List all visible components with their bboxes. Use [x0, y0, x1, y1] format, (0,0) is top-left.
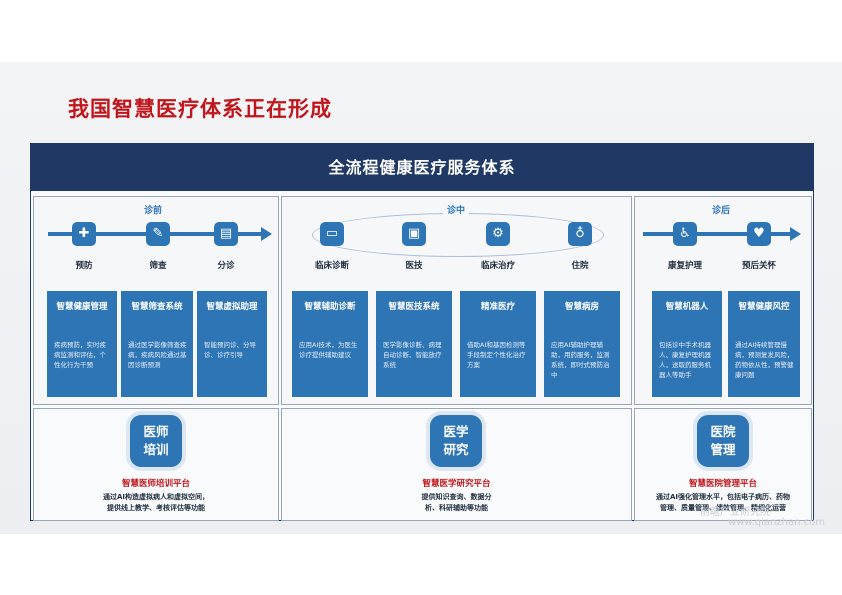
post-arrow-line [643, 232, 793, 236]
step-triage: 分诊 [217, 261, 235, 271]
gears-icon: ⚙ [486, 222, 510, 246]
badge-line1: 医院 [710, 424, 736, 439]
card-health-management: 智慧健康管理 疾病预防，实时疾病监测和评估，个性化行为干预 [47, 291, 117, 397]
badge-line2: 管理 [710, 442, 736, 457]
page-title: 我国智慧医疗体系正在形成 [68, 97, 332, 121]
card-title: 智慧健康风控 [738, 302, 790, 312]
medical-research-panel: 医学研究 智慧医学研究平台 提供知识查询、数据分 析、科研辅助等功能 [281, 408, 632, 521]
card-medical-tech-system: 智慧医技系统 医学影像诊断、病理自动诊断、智能放疗系统 [376, 291, 452, 397]
card-title: 智慧病房 [564, 302, 599, 312]
card-desc: 包括诊中手术机器人、康复护理机器人，送取药服务机器人等助手 [659, 341, 711, 379]
card-title: 智慧筛查系统 [131, 302, 183, 312]
platform-title: 智慧医师培训平台 [121, 479, 190, 489]
card-screening-system: 智慧筛查系统 通过医学影像筛查疾病，疾病风险通过基因诊断预测 [121, 291, 193, 397]
step-prevention: 预防 [75, 261, 93, 271]
phase-pre-label: 诊前 [144, 206, 163, 216]
hospital-management-badge: 医院管理 [697, 415, 749, 467]
hospital-management-panel: 医院管理 智慧医院管理平台 通过AI强化管理水平，包括电子病历、药物 管理、质量… [634, 408, 812, 521]
clipboard-icon: ▤ [214, 222, 238, 246]
post-diagnosis-panel: 诊后 ♿ ♥ 康复护理 预后关怀 智慧机器人 包括诊中手术机器人、康复护理机器人… [634, 196, 812, 405]
service-system-frame: 全流程健康医疗服务体系 诊前 ✚ ✎ ▤ 预防 筛查 分诊 智慧健康管理 疾病预… [30, 143, 814, 521]
card-desc: 借助AI和基因检测等手段制定个性化治疗方案 [467, 341, 526, 369]
card-title: 精准医疗 [480, 302, 515, 312]
card-desc: 疾病预防，实时疾病监测和评估，个性化行为干预 [54, 341, 106, 369]
step-clinical-diagnosis: 临床诊断 [314, 261, 349, 271]
platform-desc-line1: 提供知识查询、数据分 [421, 493, 492, 501]
card-health-risk-control: 智慧健康风控 通过AI持续管理慢病，预测复发风险，药物依从性，预警健康问题 [728, 291, 800, 397]
syringe-icon: ✎ [146, 222, 170, 246]
badge-line1: 医师 [143, 424, 169, 439]
card-smart-robot: 智慧机器人 包括诊中手术机器人、康复护理机器人，送取药服务机器人等助手 [652, 291, 722, 397]
card-title: 智慧辅助诊断 [304, 302, 356, 312]
doctor-training-badge: 医师培训 [130, 415, 182, 467]
step-medical-tech: 医技 [405, 261, 423, 271]
pre-diagnosis-panel: 诊前 ✚ ✎ ▤ 预防 筛查 分诊 智慧健康管理 疾病预防，实时疾病监测和评估，… [33, 196, 279, 405]
heart-icon: ♥ [747, 222, 771, 246]
phase-post-label: 诊后 [712, 206, 731, 216]
platform-desc-line2: 析、科研辅助等功能 [425, 504, 488, 512]
platform-desc-line2: 提供线上教学、考核评估等功能 [107, 504, 205, 512]
medical-research-badge: 医学研究 [430, 415, 482, 467]
step-screening: 筛查 [149, 261, 167, 271]
step-clinical-treatment: 临床治疗 [480, 261, 515, 271]
card-title: 智慧虚拟助理 [206, 302, 258, 312]
watermark-line1: 前瞻产业研究院 [700, 507, 770, 518]
phase-mid-label: 诊中 [443, 203, 470, 216]
platform-desc-line1: 通过AI强化管理水平，包括电子病历、药物 [655, 493, 791, 501]
platform-title: 智慧医学研究平台 [422, 479, 491, 489]
step-prognosis-care: 预后关怀 [741, 261, 776, 271]
mid-diagnosis-panel: 诊中 ▭ ▣ ⚙ ♁ 临床诊断 医技 临床治疗 住院 智慧辅助诊断 应用AI技术… [281, 196, 632, 405]
card-title: 智慧健康管理 [56, 302, 108, 312]
card-precision-medicine: 精准医疗 借助AI和基因检测等手段制定个性化治疗方案 [460, 291, 536, 397]
badge-line1: 医学 [443, 424, 469, 439]
card-title: 智慧医技系统 [388, 302, 440, 312]
wheelchair-icon: ♿ [673, 222, 697, 246]
card-desc: 应用AI技术，为医生诊疗提供辅助建议 [299, 341, 358, 359]
card-virtual-assistant: 智慧虚拟助理 智能预问诊、分导诊、诊疗引导 [197, 291, 267, 397]
step-hospitalization: 住院 [571, 261, 589, 271]
platform-desc: 通过AI强化管理水平，包括电子病历、药物 管理、质量管理、绩效管理、精细化运营 [631, 492, 815, 514]
card-desc: 医学影像诊断、病理自动诊断、智能放疗系统 [383, 341, 442, 369]
pre-arrow-head [261, 227, 272, 241]
system-header: 全流程健康医疗服务体系 [31, 144, 813, 191]
badge-line2: 研究 [443, 442, 469, 457]
card-title: 智慧机器人 [665, 302, 709, 312]
shield-icon: ✚ [72, 222, 96, 246]
platform-desc: 通过AI构造虚拟病人和虚拟空间， 提供线上教学、考核评估等功能 [34, 492, 278, 514]
watermark-line2: www.qianzhan.com [728, 517, 825, 528]
step-rehab-care: 康复护理 [667, 261, 702, 271]
doctor-training-panel: 医师培训 智慧医师培训平台 通过AI构造虚拟病人和虚拟空间， 提供线上教学、考核… [33, 408, 279, 521]
card-desc: 应用AI辅助护理辅助，用药服务，监测系统，即时式预防治中 [551, 341, 610, 379]
cycle-ellipse [312, 213, 604, 257]
platform-desc-line1: 通过AI构造虚拟病人和虚拟空间， [102, 493, 210, 501]
platform-desc: 提供知识查询、数据分 析、科研辅助等功能 [282, 492, 631, 514]
bed-icon: ▭ [320, 222, 344, 246]
card-desc: 智能预问诊、分导诊、诊疗引导 [204, 341, 256, 359]
card-smart-ward: 智慧病房 应用AI辅助护理辅助，用药服务，监测系统，即时式预防治中 [544, 291, 620, 397]
badge-line2: 培训 [143, 442, 169, 457]
card-desc: 通过AI持续管理慢病，预测复发风险，药物依从性，预警健康问题 [735, 341, 794, 379]
platform-desc-line2: 管理、质量管理、绩效管理、精细化运营 [660, 504, 786, 512]
card-desc: 通过医学影像筛查疾病，疾病风险通过基因诊断预测 [128, 341, 187, 369]
monitor-icon: ▣ [402, 222, 426, 246]
platform-title: 智慧医院管理平台 [688, 479, 757, 489]
post-arrow-head [790, 227, 801, 241]
iv-drip-icon: ♁ [568, 222, 592, 246]
card-assisted-diagnosis: 智慧辅助诊断 应用AI技术，为医生诊疗提供辅助建议 [292, 291, 368, 397]
